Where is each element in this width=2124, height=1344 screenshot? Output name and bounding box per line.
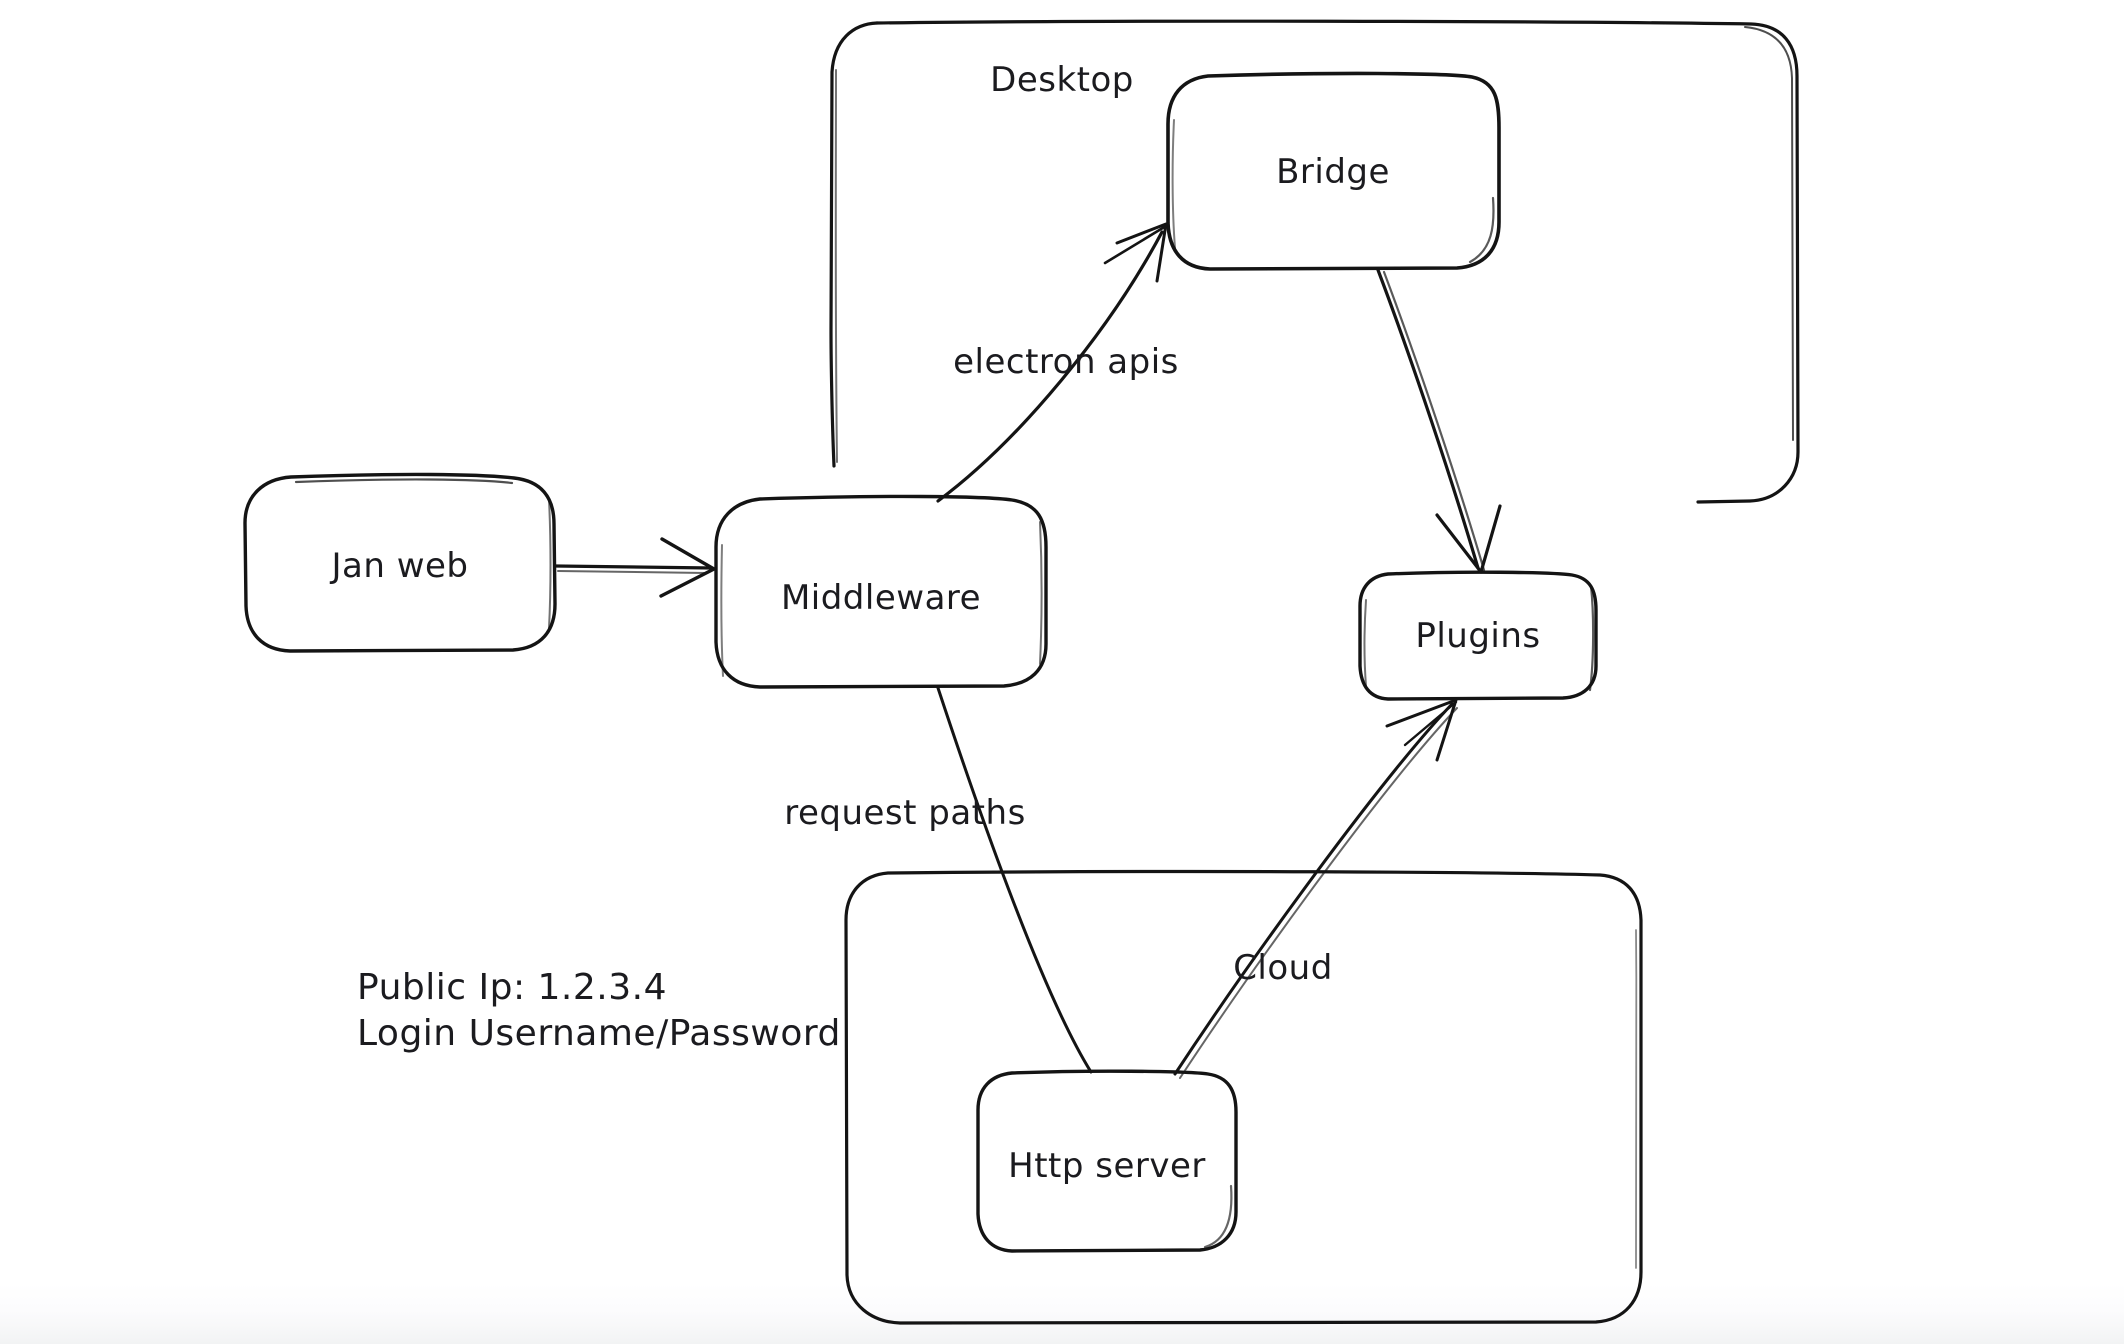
node-label-bridge: Bridge	[1276, 152, 1390, 192]
node-bridge[interactable]	[1168, 76, 1499, 269]
edge-middleware-to-bridge	[936, 222, 1168, 503]
group-cloud-outline	[844, 869, 1643, 1325]
edge-label-electron-apis: electron apis	[953, 342, 1179, 382]
group-label-desktop: Desktop	[990, 60, 1134, 100]
edge-label-request-paths: request paths	[784, 793, 1026, 833]
node-label-http-server: Http server	[1008, 1146, 1206, 1186]
node-bridge-outline	[1166, 71, 1501, 271]
node-label-jan-web: Jan web	[331, 546, 469, 586]
node-jan-web[interactable]	[245, 477, 555, 651]
public-ip-note: Public Ip: 1.2.3.4 Login Username/Passwo…	[357, 965, 841, 1057]
node-label-middleware: Middleware	[780, 578, 982, 618]
node-plugins[interactable]	[1360, 574, 1596, 699]
node-middleware-outline	[714, 494, 1048, 689]
group-label-cloud: Cloud	[1233, 948, 1333, 988]
node-jan-web-outline	[243, 472, 557, 653]
public-ip-note-line-2: Login Username/Password	[357, 1013, 841, 1055]
public-ip-note-line-1: Public Ip: 1.2.3.4	[357, 967, 667, 1008]
node-middleware[interactable]	[716, 499, 1046, 687]
node-http-server-outline	[976, 1069, 1238, 1253]
edge-bridge-to-plugins	[1376, 268, 1502, 574]
node-http-server[interactable]	[978, 1073, 1236, 1251]
group-desktop-outline	[829, 19, 1800, 504]
edge-middleware-to-http-server	[936, 686, 1093, 1074]
edge-http-server-to-plugins	[1173, 698, 1458, 1079]
node-label-plugins: Plugins	[1415, 616, 1541, 656]
node-plugins-outline	[1358, 570, 1598, 701]
edge-jan-web-to-middleware	[554, 537, 716, 598]
